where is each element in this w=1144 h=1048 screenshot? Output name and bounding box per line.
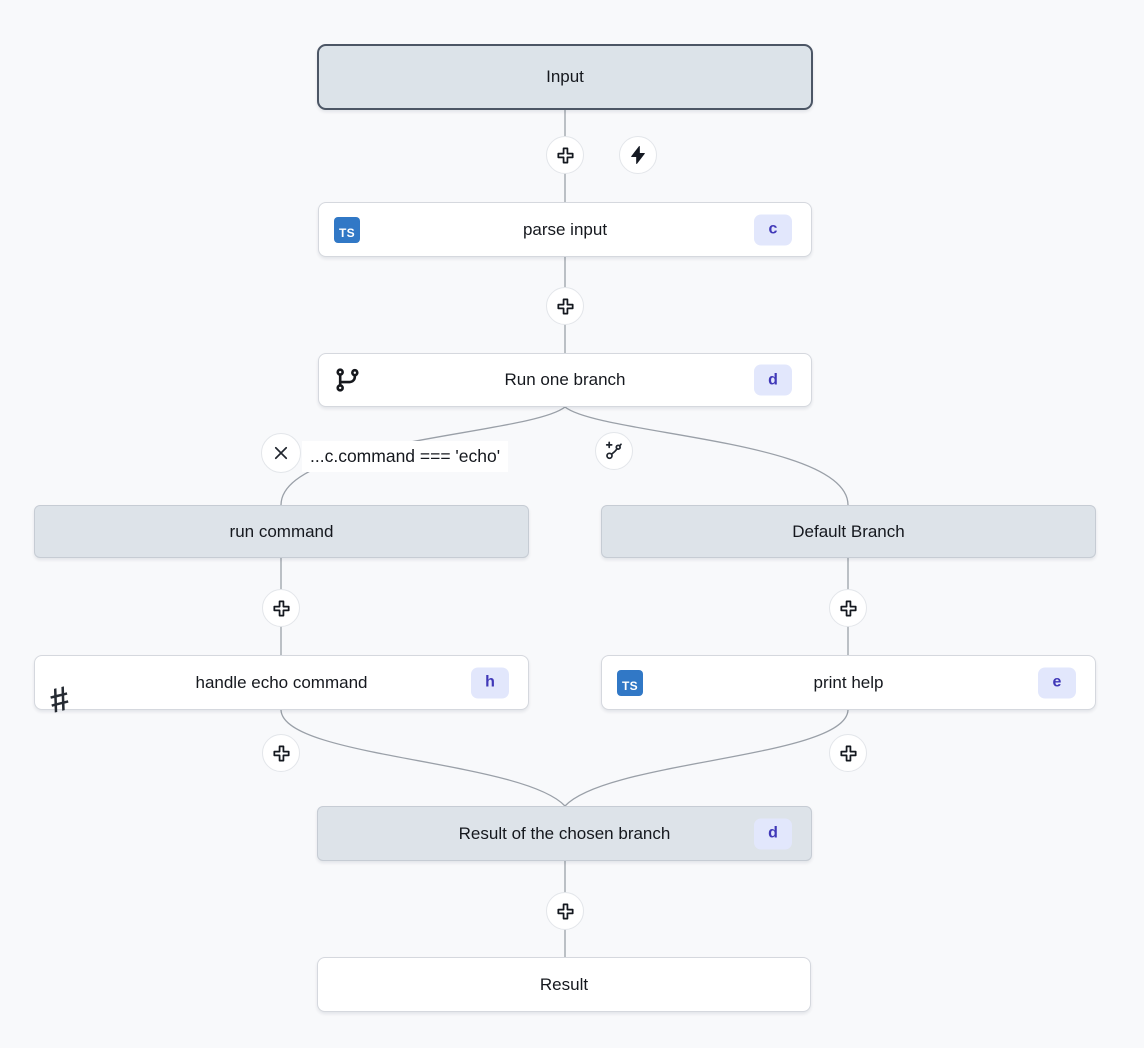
- node-run-command-label: run command: [229, 521, 334, 541]
- step-id-badge: h: [471, 667, 509, 698]
- edge-merge-left: [280, 709, 566, 807]
- step-id-badge: e: [1038, 667, 1076, 698]
- add-step-button[interactable]: [546, 287, 584, 325]
- add-step-button[interactable]: [546, 892, 584, 930]
- node-handle-echo-command[interactable]: # handle echo command h: [34, 655, 529, 720]
- add-step-button[interactable]: [262, 589, 300, 627]
- step-id-badge: d: [754, 818, 792, 849]
- node-result[interactable]: Result: [317, 957, 811, 1012]
- node-run-one-branch[interactable]: Run one branch d: [318, 353, 812, 407]
- node-result-chosen-label: Result of the chosen branch: [458, 823, 671, 843]
- node-parse-input[interactable]: TS parse input c: [318, 202, 812, 257]
- add-branch-button[interactable]: [595, 432, 633, 470]
- plus-icon: [272, 599, 290, 617]
- step-id-badge: c: [754, 214, 792, 245]
- remove-branch-button[interactable]: [261, 433, 301, 473]
- node-print-help[interactable]: TS print help e: [601, 655, 1096, 710]
- node-result-of-chosen-branch[interactable]: Result of the chosen branch d: [317, 806, 812, 861]
- node-result-label: Result: [539, 974, 589, 994]
- node-default-branch-label: Default Branch: [792, 521, 905, 541]
- plus-icon: [272, 744, 290, 762]
- trigger-button[interactable]: [619, 136, 657, 174]
- x-icon: [274, 446, 288, 460]
- plus-icon: [839, 599, 857, 617]
- plus-icon: [556, 297, 574, 315]
- edge-merge-right: [564, 709, 849, 807]
- typescript-icon: TS: [617, 669, 643, 696]
- node-run-command-branch-header[interactable]: run command: [34, 505, 529, 558]
- hash-icon: #: [45, 678, 74, 721]
- node-handle-echo-label: handle echo command: [195, 672, 368, 692]
- git-branch-icon: [334, 367, 361, 394]
- add-step-button[interactable]: [829, 589, 867, 627]
- node-input-label: Input: [546, 67, 584, 86]
- node-default-branch-header[interactable]: Default Branch: [601, 505, 1096, 558]
- plus-icon: [839, 744, 857, 762]
- typescript-icon: TS: [334, 216, 360, 243]
- step-id-badge: d: [754, 364, 792, 396]
- add-branch-icon: [605, 441, 622, 460]
- lightning-bolt-icon: [631, 146, 645, 164]
- add-step-button[interactable]: [546, 136, 584, 174]
- node-parse-input-label: parse input: [522, 219, 608, 239]
- node-print-help-label: print help: [813, 672, 884, 692]
- add-step-button[interactable]: [262, 734, 300, 772]
- node-run-one-branch-label: Run one branch: [504, 370, 626, 389]
- branch-condition-label[interactable]: ...c.command === 'echo': [302, 441, 509, 472]
- node-input[interactable]: Input: [317, 44, 813, 110]
- add-step-button[interactable]: [829, 734, 867, 772]
- plus-icon: [556, 902, 574, 920]
- plus-icon: [556, 146, 574, 164]
